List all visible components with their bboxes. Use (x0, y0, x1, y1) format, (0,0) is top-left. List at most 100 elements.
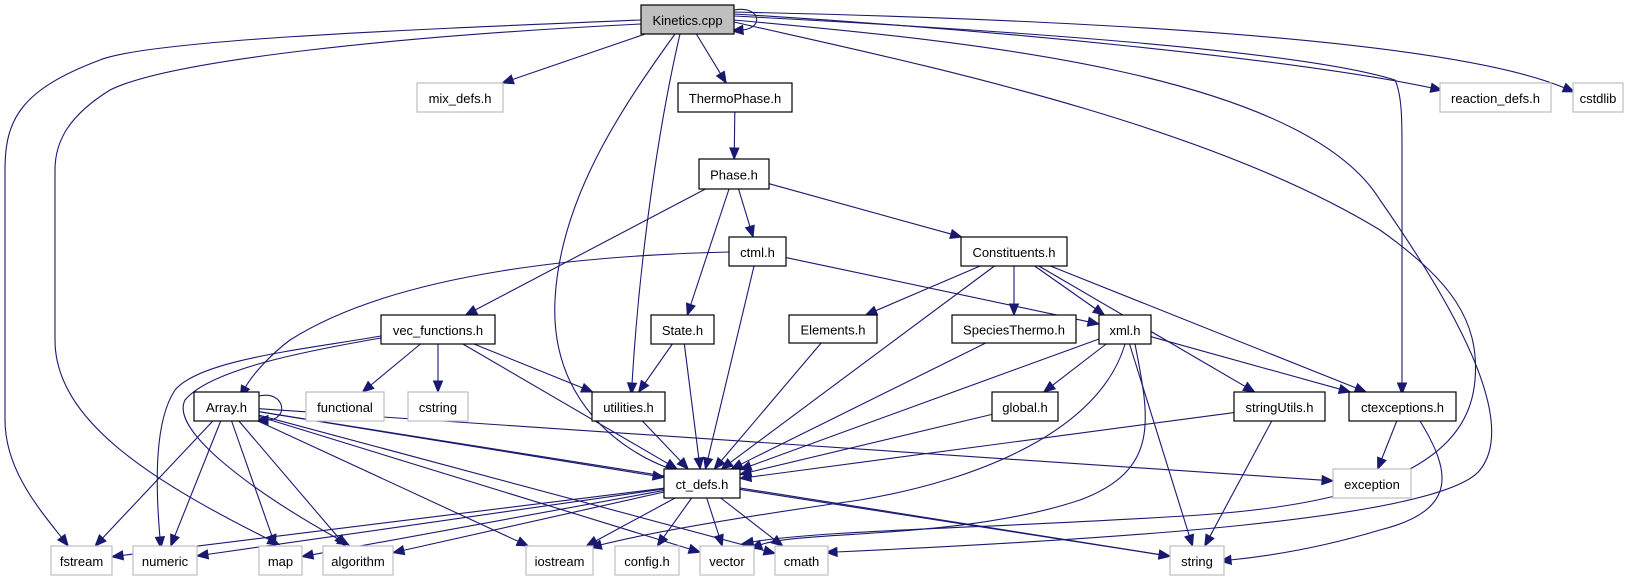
edge-line (258, 414, 766, 552)
node-label: ctml.h (740, 245, 775, 260)
edge-line (733, 11, 1566, 89)
node-box (591, 391, 666, 422)
node-state-h[interactable]: State.h (650, 314, 715, 345)
arrowhead (154, 536, 166, 550)
arrowhead (1008, 303, 1020, 317)
edge-line (749, 412, 1235, 478)
node-constituents-h[interactable]: Constituents.h (960, 236, 1068, 267)
edge-line (749, 413, 993, 473)
arrowhead (579, 382, 594, 393)
edge-line (768, 183, 953, 235)
node-kinetics-cpp[interactable]: Kinetics.cpp (640, 4, 735, 35)
edge-ct_defs_h-to-config_h (656, 497, 693, 548)
arrowhead (94, 534, 107, 547)
edge-line (121, 487, 665, 557)
node-global-h[interactable]: global.h (991, 391, 1059, 422)
node-stringutils-h[interactable]: stringUtils.h (1233, 391, 1326, 422)
edge-line (473, 343, 584, 389)
node-utilities-h[interactable]: utilities.h (591, 391, 666, 422)
node-ctexceptions-h[interactable]: ctexceptions.h (1348, 391, 1457, 422)
node-thermophase-h[interactable]: ThermoPhase.h (677, 82, 793, 113)
node-speciesthermo-h[interactable]: SpeciesThermo.h (951, 314, 1077, 344)
edge-kinetics_cpp-to-reaction_defs_h (733, 13, 1444, 93)
edge-line (311, 489, 665, 556)
edge-xml_h-to-vector (749, 343, 1146, 550)
edge-kinetics_cpp-to-map (54, 23, 642, 546)
node-label: functional (317, 400, 373, 415)
node-label: ct_defs.h (676, 477, 729, 492)
arrowhead (637, 379, 650, 394)
node-ctml-h[interactable]: ctml.h (728, 236, 787, 267)
arrowhead (730, 24, 744, 36)
edge-vec_functions_h-to-functional (361, 343, 421, 393)
node-label: vec_functions.h (393, 323, 483, 338)
node-functional: functional (305, 391, 385, 422)
arrowhead (730, 459, 744, 470)
arrowhead (1184, 533, 1195, 548)
arrowhead (1091, 304, 1106, 316)
edge-line (1034, 265, 1097, 310)
node-vec-functions-h[interactable]: vec_functions.h (380, 314, 496, 345)
arrowhead (744, 224, 755, 239)
arrowhead (651, 470, 666, 481)
edge-phase_h-to-constituents_h (768, 183, 963, 239)
edge-kinetics_cpp-to-cstdlib (733, 11, 1576, 93)
arrowhead (1218, 554, 1233, 566)
edge-ct_defs_h-to-iostream (585, 497, 676, 547)
node-label: xml.h (1109, 323, 1140, 338)
node-reaction-defs-h: reaction_defs.h (1439, 82, 1552, 113)
node-ct-defs-h[interactable]: ct_defs.h (663, 468, 741, 499)
edge-line (554, 33, 676, 469)
node-label: Elements.h (800, 323, 865, 338)
node-array-h[interactable]: Array.h (193, 391, 260, 422)
edge-vec_functions_h-to-utilities_h (473, 343, 594, 393)
arrowhead (864, 305, 879, 316)
arrowhead (1561, 82, 1576, 93)
arrowhead (515, 536, 530, 547)
node-label: cmath (784, 554, 819, 569)
arrowhead (740, 536, 755, 547)
node-box (525, 545, 594, 576)
arrowhead (713, 533, 724, 548)
edge-line (706, 497, 720, 537)
edge-line (733, 13, 1433, 89)
edge-vec_functions_h-to-ct_defs_h (462, 343, 679, 470)
node-box (1332, 468, 1412, 499)
edge-ctexceptions_h-to-string (1218, 420, 1443, 566)
edge-kinetics_cpp-to-utilities_h (626, 33, 681, 396)
edge-line (695, 33, 722, 75)
node-box (258, 545, 303, 576)
node-box (951, 314, 1077, 344)
node-elements-h[interactable]: Elements.h (788, 314, 878, 344)
arrowhead (361, 380, 375, 393)
arrowhead (391, 545, 406, 556)
edge-line (1229, 420, 1443, 561)
arrowhead (738, 471, 753, 483)
node-label: cstdlib (1580, 91, 1617, 106)
node-box (774, 545, 829, 576)
edge-state_h-to-ct_defs_h (683, 343, 704, 471)
node-exception: exception (1332, 468, 1412, 499)
node-box (788, 314, 878, 344)
node-label: fstream (60, 554, 103, 569)
edge-line (257, 420, 520, 543)
node-label: stringUtils.h (1246, 400, 1314, 415)
edge-line (739, 342, 986, 466)
edge-line (474, 188, 706, 311)
node-iostream: iostream (525, 545, 594, 576)
node-box (322, 545, 394, 576)
edge-line (689, 188, 730, 306)
edge-line (1050, 265, 1358, 389)
arrowhead (170, 533, 180, 548)
node-xml-h[interactable]: xml.h (1098, 314, 1152, 345)
edge-line (1051, 343, 1107, 387)
edge-ct_defs_h-to-cmath (720, 497, 784, 547)
node-box (1348, 391, 1457, 422)
node-box (677, 82, 793, 113)
node-map: map (258, 545, 303, 576)
arrowhead (713, 456, 726, 471)
node-label: State.h (662, 323, 703, 338)
edge-line (173, 420, 222, 537)
node-phase-h[interactable]: Phase.h (698, 158, 770, 190)
